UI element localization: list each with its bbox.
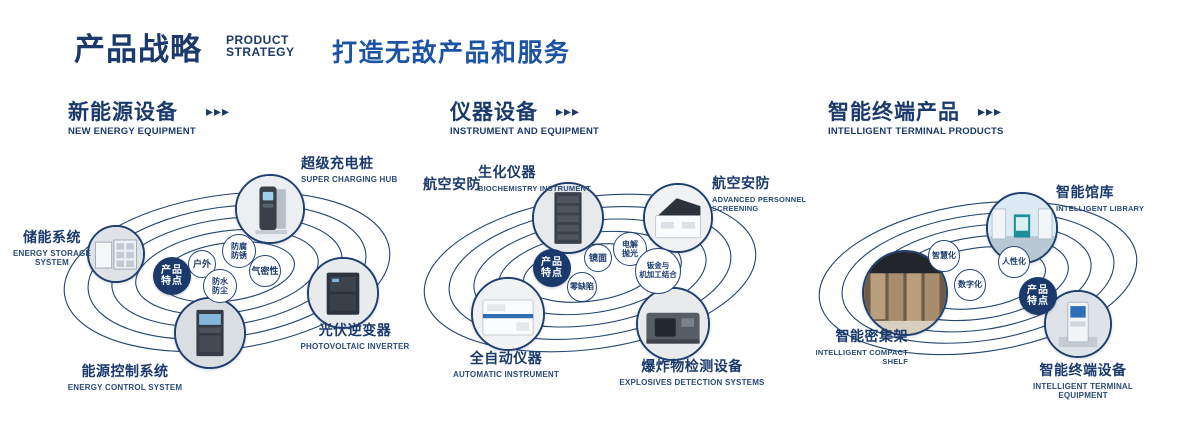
section-title-terminal: 智能终端产品: [828, 101, 960, 124]
photovoltaic-inverter-image: [307, 257, 379, 329]
page-subtitle-line2: STRATEGY: [226, 45, 295, 59]
feature-smart: 智慧化: [928, 240, 960, 272]
personnel-screening-label: 航空安防 ADVANCED PERSONNEL SCREENING: [712, 175, 807, 213]
energy-storage-image: [87, 225, 145, 283]
automatic-instrument-label: 全自动仪器 AUTOMATIC INSTRUMENT: [453, 350, 559, 379]
tagline: 打造无敌产品和服务: [332, 39, 571, 67]
feature-waterproof: 防水防尘: [203, 269, 237, 303]
energy-control-image: [174, 297, 246, 369]
terminal-equipment-label: 智能终端设备 INTELLIGENT TERMINAL EQUIPMENT: [1033, 362, 1133, 400]
energy-storage-label: 储能系统 ENERGY STORAGE SYSTEM: [12, 229, 92, 267]
feature-zero-defect: 零缺陷: [567, 272, 597, 302]
super-charging-hub-image: [235, 174, 305, 244]
section-subtitle-instrument: INSTRUMENT AND EQUIPMENT: [450, 126, 600, 137]
page-title: 产品战略: [74, 32, 202, 67]
product-features-badge: 产品 特点: [533, 249, 571, 287]
biochemistry-instrument-image: [532, 182, 604, 254]
intelligent-library-label: 智能馆库 INTELLIGENT LIBRARY: [1056, 184, 1145, 213]
section-title-instrument: 仪器设备: [450, 101, 538, 124]
biochemistry-instrument-label: 生化仪器 BIOCHEMISTRY INSTRUMENT: [478, 164, 591, 193]
section-subtitle-terminal: INTELLIGENT TERMINAL PRODUCTS: [828, 126, 1004, 137]
chevrons-icon: ▸▸▸: [206, 103, 231, 119]
explosives-detection-label: 爆炸物检测设备 EXPLOSIVES DETECTION SYSTEMS: [619, 358, 765, 387]
chevrons-icon: ▸▸▸: [978, 103, 1003, 119]
compact-shelf-label: 智能密集架 INTELLIGENT COMPACT SHELF: [815, 328, 908, 366]
chevrons-icon: ▸▸▸: [556, 103, 581, 119]
page-subtitle-line1: PRODUCT: [226, 33, 289, 47]
aviation-security-label: 航空安防: [423, 176, 481, 192]
photovoltaic-inverter-label: 光伏逆变器 PHOTOVOLTAIC INVERTER: [300, 322, 410, 351]
explosives-detection-image: [636, 287, 710, 361]
energy-control-label: 能源控制系统 ENERGY CONTROL SYSTEM: [67, 363, 183, 392]
super-charging-hub-label: 超级充电桩 SUPER CHARGING HUB: [301, 155, 398, 184]
feature-mirror: 镜面: [584, 244, 612, 272]
product-features-badge: 产品 特点: [153, 257, 191, 295]
section-subtitle-new-energy: NEW ENERGY EQUIPMENT: [68, 126, 196, 137]
product-features-badge: 产品 特点: [1019, 277, 1057, 315]
section-title-new-energy: 新能源设备: [68, 101, 178, 124]
personnel-screening-image: [643, 183, 713, 253]
feature-digital: 数字化: [954, 269, 986, 301]
page-subtitle: PRODUCT STRATEGY: [226, 34, 294, 58]
feature-sheetmetal-machining: 钣金与机加工结合: [635, 248, 681, 294]
automatic-instrument-image: [471, 277, 545, 351]
feature-electropolishing: 电解抛光: [613, 232, 647, 266]
feature-humanized: 人性化: [998, 246, 1030, 278]
feature-airtight: 气密性: [249, 255, 281, 287]
